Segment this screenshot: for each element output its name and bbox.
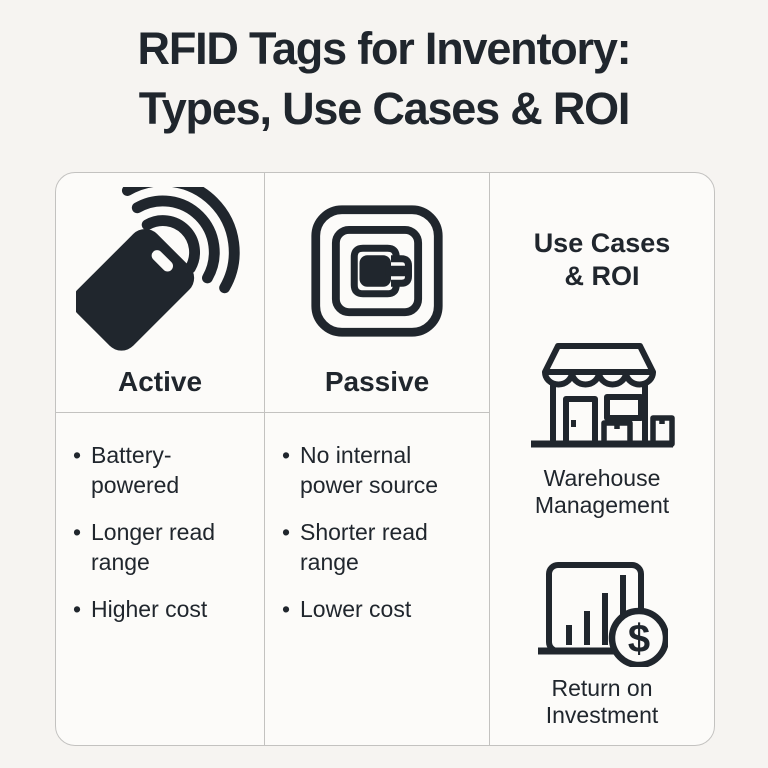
chip-outer-coil: [311, 204, 443, 337]
warehouse-boxes: [601, 415, 675, 447]
passive-rfid-chip-icon: [311, 204, 443, 337]
warehouse-label: Warehouse Management: [534, 465, 670, 518]
page-title-line1: RFID Tags for Inventory:: [137, 23, 632, 74]
bullet-item: Shorter read range: [282, 517, 468, 577]
passive-header: Passive: [324, 366, 430, 397]
warehouse-storefront-icon: [531, 343, 675, 448]
chip-middle-coil: [331, 225, 423, 316]
active-icon-wrap: [76, 173, 244, 368]
active-top-section: Active: [56, 173, 264, 413]
chip-bracket: [391, 254, 412, 287]
use-cases-header: Use Cases & ROI: [534, 227, 671, 293]
signal-waves: [121, 186, 240, 293]
chip-core: [359, 254, 391, 287]
bullet-item: No internal power source: [282, 440, 468, 500]
page-title: RFID Tags for Inventory: Types, Use Case…: [0, 19, 768, 139]
passive-icon-wrap: [307, 173, 447, 368]
active-bullet-list: Battery-powered Longer read range Higher…: [56, 413, 264, 641]
column-passive: Passive No internal power source Shorter…: [265, 173, 490, 745]
passive-top-section: Passive: [265, 173, 489, 413]
roi-bar-chart-dollar-icon: $: [538, 562, 668, 667]
active-header: Active: [117, 366, 203, 397]
rfid-tag-shape: [76, 228, 195, 351]
chip-stub: [385, 265, 405, 276]
bullet-item: Lower cost: [282, 594, 468, 624]
active-rfid-tag-signal-icon: [76, 186, 240, 351]
chip-inner-coil: [350, 244, 400, 297]
bullet-item: Battery-powered: [73, 440, 243, 500]
door-handle: [571, 420, 576, 427]
column-use-cases: Use Cases & ROI Warehouse Management: [490, 173, 714, 745]
passive-bullet-list: No internal power source Shorter read ra…: [265, 413, 489, 641]
comparison-card: Active Battery-powered Longer read range…: [55, 172, 715, 746]
dollar-symbol: $: [628, 617, 650, 661]
roi-label: Return on Investment: [545, 675, 659, 728]
use-cases-header-line2: & ROI: [564, 261, 640, 291]
use-cases-header-line1: Use Cases: [533, 228, 671, 258]
storefront: [542, 343, 656, 447]
bullet-item: Higher cost: [73, 594, 243, 624]
column-active: Active Battery-powered Longer read range…: [56, 173, 265, 745]
bullet-item: Longer read range: [73, 517, 243, 577]
page-title-line2: Types, Use Cases & ROI: [138, 83, 631, 134]
dollar-coin: [608, 607, 668, 667]
